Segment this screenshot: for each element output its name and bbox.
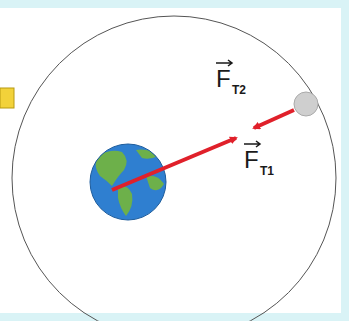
force-subscript: T1 bbox=[260, 165, 274, 177]
force-arrow bbox=[254, 110, 294, 128]
vector-arrow bbox=[244, 141, 260, 147]
force-arrow bbox=[112, 138, 236, 190]
vector-arrow bbox=[216, 60, 232, 66]
yellow-tab bbox=[0, 88, 14, 108]
moon bbox=[294, 92, 318, 116]
white-ground bbox=[0, 8, 341, 313]
force-subscript: T2 bbox=[232, 84, 246, 96]
force-symbol: F bbox=[216, 67, 231, 91]
orbit-circle bbox=[12, 16, 336, 321]
force-symbol: F bbox=[244, 148, 259, 172]
